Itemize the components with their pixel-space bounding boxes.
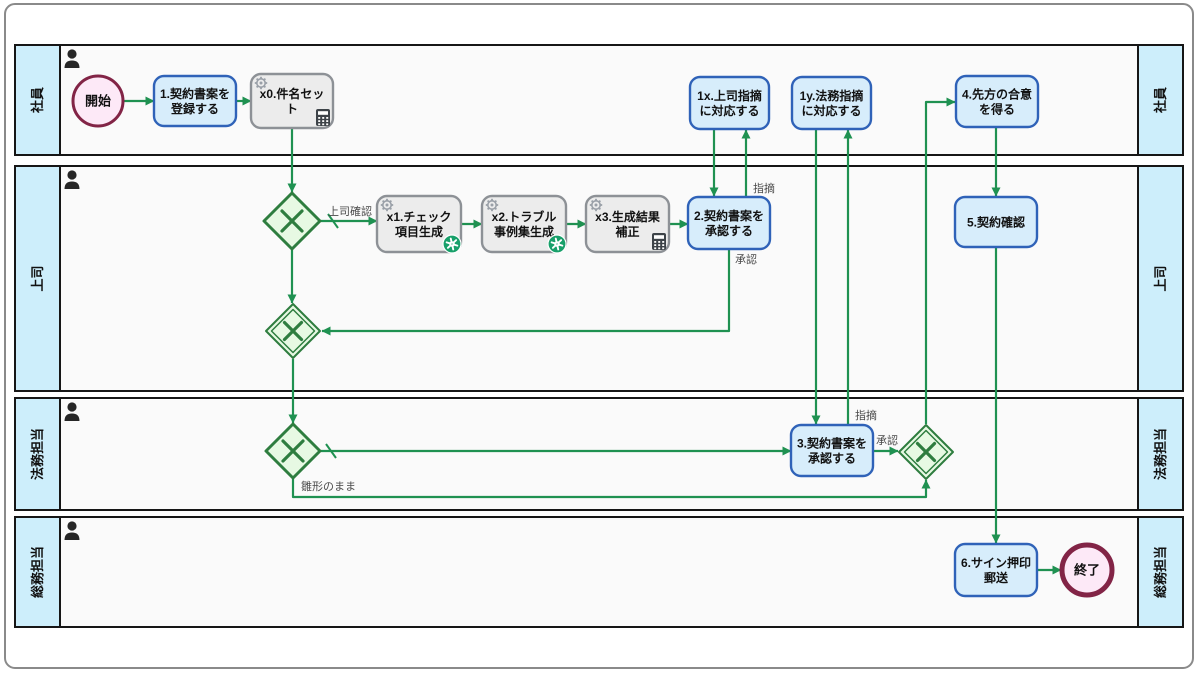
flow-g3-t3[interactable] — [321, 443, 792, 459]
node-end[interactable]: 終了 — [1059, 542, 1115, 598]
node-t6[interactable]: 6.サイン押印郵送 — [953, 542, 1039, 598]
node-label: x1.チェック項目生成 — [387, 210, 452, 239]
flow-t2-t1x[interactable]: 指摘 — [741, 129, 775, 197]
node-t1y[interactable]: 1y.法務指摘に対応する — [790, 75, 873, 131]
flow-t2-g2[interactable]: 承認 — [321, 249, 757, 336]
flow-label: 上司確認 — [328, 204, 372, 218]
lane-houmu-label: 法務担当 — [1153, 428, 1168, 480]
node-start[interactable]: 開始 — [71, 74, 125, 128]
node-label: 1y.法務指摘に対応する — [800, 88, 864, 118]
gear-icon — [485, 198, 499, 212]
lane-joshi-band-left — [14, 165, 61, 392]
gear-icon — [589, 198, 603, 212]
flow-g3-g4[interactable]: 雛形のまま — [291, 479, 931, 499]
node-label: x0.件名セット — [260, 86, 325, 116]
node-x0[interactable]: x0.件名セット — [249, 72, 335, 130]
node-label: 5.契約確認 — [967, 214, 1025, 229]
lane-shain-band-left — [14, 44, 61, 156]
flow-t3-g4[interactable]: 承認 — [874, 433, 899, 456]
lane-houmu: 法務担当 法務担当 — [14, 397, 1184, 511]
gear-icon — [254, 76, 268, 90]
person-icon — [64, 402, 80, 421]
node-label: 1x.上司指摘に対応する — [697, 88, 762, 118]
lane-houmu-label: 法務担当 — [30, 428, 45, 480]
flow-label: 承認 — [735, 252, 757, 266]
node-label: x3.生成結果補正 — [595, 209, 660, 239]
node-t5[interactable]: 5.契約確認 — [953, 195, 1039, 249]
gear-icon — [380, 198, 394, 212]
event-label: 開始 — [85, 94, 111, 109]
lane-soumu-label: 総務担当 — [1153, 546, 1168, 598]
node-t2[interactable]: 2.契約書案を承認する — [686, 195, 772, 251]
ai-icon — [547, 234, 567, 254]
flow-t3-t1y[interactable]: 指摘 — [843, 129, 877, 425]
person-icon — [64, 521, 80, 540]
default-flow-marker — [327, 213, 339, 229]
lane-shain-label: 社員 — [1153, 87, 1168, 114]
flow-label: 指摘 — [855, 408, 877, 422]
lane-joshi-label: 上司 — [1153, 265, 1168, 291]
lane-shain-label: 社員 — [30, 87, 45, 114]
gateway-g3-icon[interactable] — [264, 422, 322, 480]
lane-shain-band-right — [1137, 44, 1184, 156]
lane-houmu-body — [59, 397, 1139, 511]
flow-g4-t4[interactable] — [924, 97, 956, 424]
gateway-g4-icon[interactable] — [898, 424, 954, 480]
lane-soumu-band-right — [1137, 516, 1184, 628]
lane-soumu-label: 総務担当 — [30, 546, 45, 598]
person-icon — [64, 49, 80, 68]
ai-icon — [442, 234, 462, 254]
flow-g1-x1[interactable]: 上司確認 — [321, 204, 378, 229]
lane-houmu-band-right — [1137, 397, 1184, 511]
node-label: x2.トラブル事例集生成 — [492, 209, 557, 239]
node-x3[interactable]: x3.生成結果補正 — [584, 194, 671, 254]
node-t3[interactable]: 3.契約書案を承認する — [789, 423, 875, 478]
flow-label: 雛形のまま — [301, 479, 356, 493]
gateway-g2-icon[interactable] — [265, 303, 321, 359]
flow-label: 承認 — [876, 433, 898, 447]
node-label: 4.先方の合意を得る — [962, 86, 1032, 116]
lane-houmu-band-left — [14, 397, 61, 511]
node-t1[interactable]: 1.契約書案を登録する — [152, 74, 238, 128]
node-label: 1.契約書案を登録する — [160, 86, 230, 116]
gateway-g1-icon[interactable] — [262, 191, 322, 251]
calculator-icon — [652, 233, 666, 250]
lane-joshi-band-right — [1137, 165, 1184, 392]
node-t1x[interactable]: 1x.上司指摘に対応する — [688, 75, 771, 131]
person-icon — [64, 170, 80, 189]
node-label: 6.サイン押印郵送 — [961, 555, 1031, 585]
node-t4[interactable]: 4.先方の合意を得る — [954, 74, 1040, 129]
calculator-icon — [316, 109, 330, 126]
node-label: 3.契約書案を承認する — [797, 435, 867, 465]
lane-soumu-band-left — [14, 516, 61, 628]
flow-label: 指摘 — [753, 181, 775, 195]
node-label: 2.契約書案を承認する — [694, 208, 764, 238]
event-label: 終了 — [1074, 563, 1100, 578]
lane-joshi-label: 上司 — [30, 265, 45, 291]
default-flow-marker — [325, 443, 337, 459]
node-x1[interactable]: x1.チェック項目生成 — [375, 194, 463, 254]
node-x2[interactable]: x2.トラブル事例集生成 — [480, 194, 568, 254]
